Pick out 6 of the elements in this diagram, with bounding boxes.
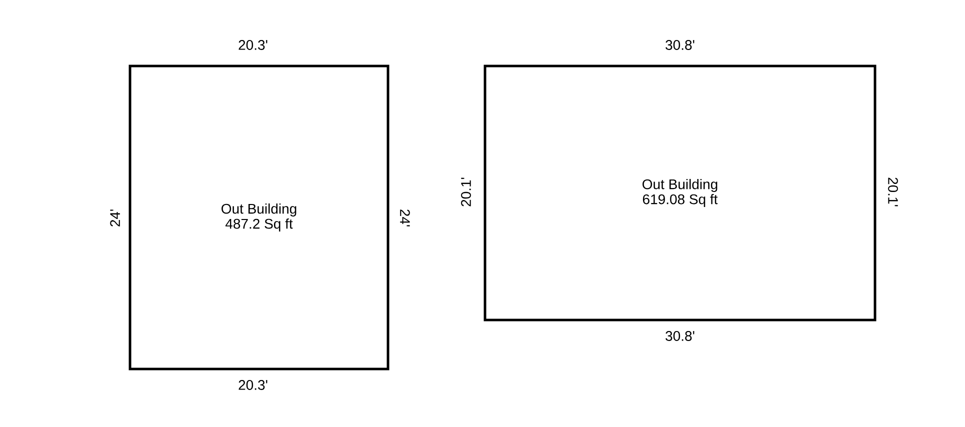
dimension-label: 20.1' <box>888 178 898 206</box>
dimension-label: 30.8' <box>666 40 694 50</box>
building-outline: Out Building 619.08 Sq ft <box>484 64 876 322</box>
dimension-label: 20.1' <box>461 178 471 206</box>
building-outline: Out Building 487.2 Sq ft <box>128 64 390 370</box>
dimension-label: 20.3' <box>238 40 268 50</box>
